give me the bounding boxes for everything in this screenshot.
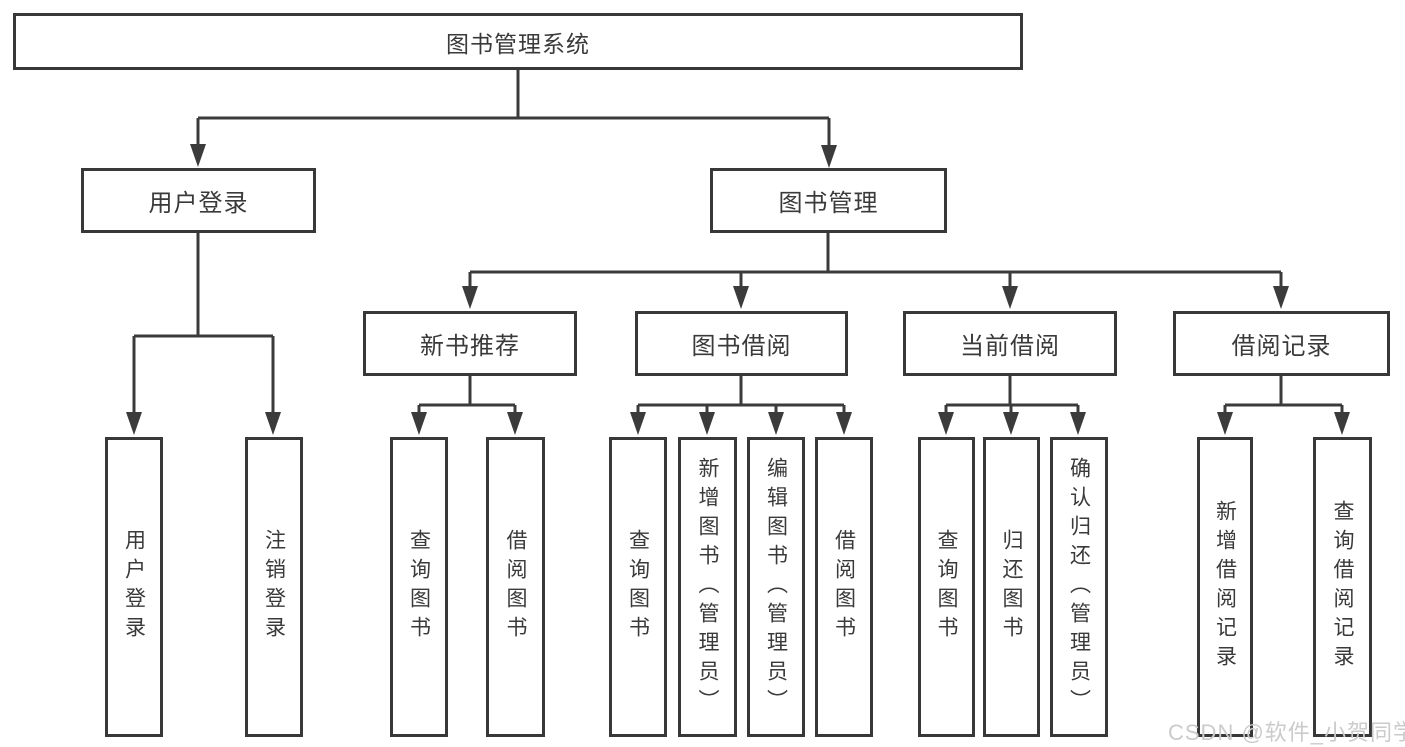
leaf-current-query-books: 查询图书 — [918, 437, 975, 737]
leaf-current-return-books-label: 归还图书 — [1000, 529, 1023, 645]
leaf-records-query-record-label: 查询借阅记录 — [1331, 500, 1354, 674]
leaf-borrow-borrow-books-label: 借阅图书 — [832, 529, 856, 645]
leaf-current-return-books: 归还图书 — [983, 437, 1040, 737]
node-book-borrow: 图书借阅 — [635, 311, 848, 376]
node-current-borrow-label: 当前借阅 — [960, 333, 1060, 360]
watermark: CSDN @软件_小贺同学 — [1168, 720, 1405, 745]
leaf-borrow-query-books: 查询图书 — [609, 437, 667, 737]
leaf-borrow-add-books-admin-label: 新增图书（管理员） — [696, 456, 719, 718]
node-book-management-label: 图书管理 — [778, 190, 879, 217]
leaf-newbook-borrow-books: 借阅图书 — [486, 437, 545, 737]
leaf-borrow-add-books-admin: 新增图书（管理员） — [678, 437, 737, 737]
node-root: 图书管理系统 — [13, 13, 1023, 70]
leaf-records-add-record-label: 新增借阅记录 — [1213, 500, 1237, 674]
leaf-current-query-books-label: 查询图书 — [935, 529, 958, 645]
leaf-newbook-query-books-label: 查询图书 — [407, 529, 431, 645]
node-user-login: 用户登录 — [81, 168, 316, 233]
node-new-book-recommend: 新书推荐 — [363, 311, 577, 376]
leaf-borrow-edit-books-admin-label: 编辑图书（管理员） — [764, 456, 788, 718]
leaf-user-login-label: 用户登录 — [122, 529, 146, 645]
node-book-borrow-label: 图书借阅 — [691, 333, 792, 360]
arrowheads — [126, 144, 1350, 435]
node-user-login-label: 用户登录 — [148, 190, 249, 217]
node-current-borrow: 当前借阅 — [903, 311, 1117, 376]
leaf-user-login: 用户登录 — [105, 437, 163, 737]
leaf-borrow-edit-books-admin: 编辑图书（管理员） — [747, 437, 805, 737]
leaf-newbook-borrow-books-label: 借阅图书 — [504, 529, 527, 645]
leaf-logout-login: 注销登录 — [245, 437, 303, 737]
node-root-label: 图书管理系统 — [446, 30, 590, 57]
leaf-newbook-query-books: 查询图书 — [390, 437, 448, 737]
leaf-records-query-record: 查询借阅记录 — [1313, 437, 1372, 737]
leaf-current-confirm-return-admin-label: 确认归还（管理员） — [1067, 456, 1091, 718]
leaf-borrow-query-books-label: 查询图书 — [626, 529, 650, 645]
node-new-book-recommend-label: 新书推荐 — [420, 333, 520, 360]
node-borrow-records: 借阅记录 — [1173, 311, 1390, 376]
node-book-management: 图书管理 — [710, 168, 947, 233]
leaf-logout-login-label: 注销登录 — [262, 529, 286, 645]
leaf-borrow-borrow-books: 借阅图书 — [815, 437, 873, 737]
leaf-records-add-record: 新增借阅记录 — [1197, 437, 1253, 737]
node-borrow-records-label: 借阅记录 — [1231, 333, 1332, 360]
leaf-current-confirm-return-admin: 确认归还（管理员） — [1050, 437, 1108, 737]
